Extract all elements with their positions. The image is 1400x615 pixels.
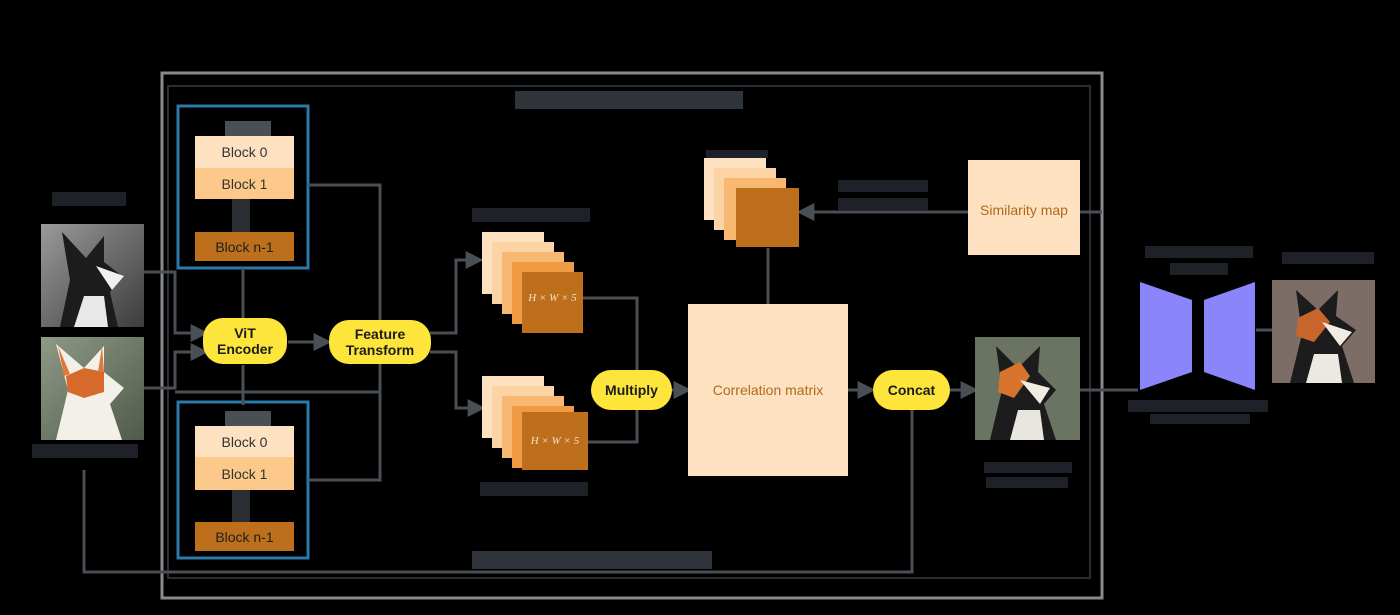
similarity-map-label: Similarity map xyxy=(968,195,1080,225)
tensor-dim-top: H × W × 5 xyxy=(528,292,577,304)
encoder-top-block-0: Block 0 xyxy=(195,136,294,168)
frame-title-bar xyxy=(515,91,743,109)
encoder-top-block-1: Block 1 xyxy=(195,168,294,199)
tensor-stack-similarity xyxy=(704,158,799,247)
encoder-bottom-tab xyxy=(225,411,271,426)
encoder-top-connector xyxy=(232,199,250,233)
vit-encoder-node: ViT Encoder xyxy=(203,318,287,364)
grayscale-dog-image xyxy=(41,224,144,327)
concat-node: Concat xyxy=(873,370,950,410)
outer-frame xyxy=(160,71,1104,600)
warped-color-dog-image xyxy=(975,337,1080,440)
encoder-bottom-block-1: Block 1 xyxy=(195,457,294,490)
encoder-top-tab xyxy=(225,121,271,137)
tensor-stack-top xyxy=(482,232,583,333)
encoder-top-block-n-1: Block n-1 xyxy=(195,232,294,261)
hidden-caption-bars xyxy=(32,150,1374,496)
bottom-title-bar xyxy=(472,551,712,569)
output-dog-image xyxy=(1272,280,1375,383)
encoder-bottom-block-0: Block 0 xyxy=(195,426,294,457)
encoder-bottom-connector xyxy=(232,490,250,522)
correlation-matrix-label: Correlation matrix xyxy=(688,375,848,405)
feature-transform-node: Feature Transform xyxy=(329,320,431,364)
tensor-dim-bottom: H × W × 5 xyxy=(530,435,580,447)
encoder-bottom-block-n-1: Block n-1 xyxy=(195,522,294,551)
connectors xyxy=(82,183,1272,574)
unet-decoder-icon xyxy=(1140,282,1255,390)
multiply-node: Multiply xyxy=(591,370,672,410)
inner-frame xyxy=(167,85,1091,579)
reference-dog-image xyxy=(41,337,144,440)
tensor-stack-bottom xyxy=(482,376,588,470)
